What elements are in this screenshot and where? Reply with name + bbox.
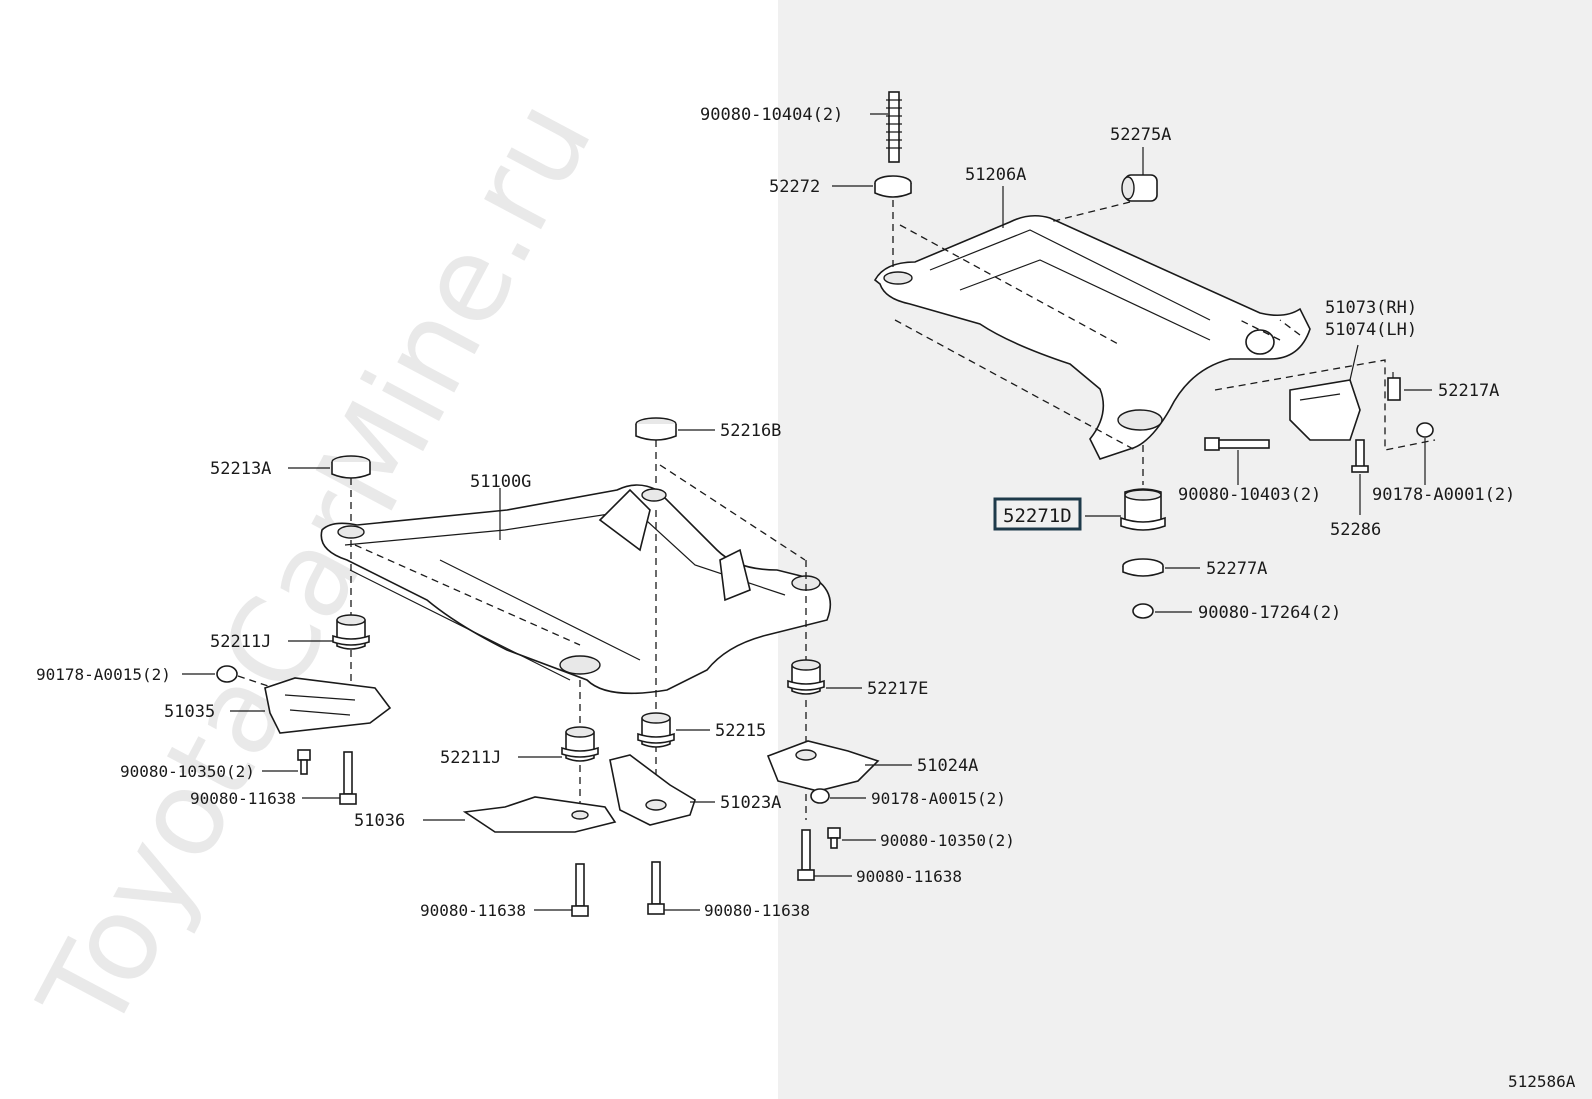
nut-90080-17264-icon bbox=[1132, 603, 1154, 619]
cushion-52216B-icon bbox=[635, 417, 677, 441]
label-51035[interactable]: 51035 bbox=[164, 702, 215, 722]
label-90080-11638-c[interactable]: 90080-11638 bbox=[704, 901, 810, 920]
highlight-box bbox=[993, 497, 1082, 531]
label-90080-10350-a[interactable]: 90080-10350(2) bbox=[120, 762, 255, 781]
label-52213A[interactable]: 52213A bbox=[210, 459, 271, 479]
label-52215[interactable]: 52215 bbox=[715, 721, 766, 741]
bolt-90080-11638-d-icon bbox=[797, 829, 815, 881]
bushing-52275A-icon bbox=[1121, 174, 1158, 202]
label-52211J-b[interactable]: 52211J bbox=[440, 748, 501, 768]
label-51206A[interactable]: 51206A bbox=[965, 165, 1026, 185]
diagram-code: 512586A bbox=[1508, 1072, 1576, 1091]
label-52272[interactable]: 52272 bbox=[769, 177, 820, 197]
label-52271D[interactable]: 52271D bbox=[1003, 505, 1072, 527]
bracket-51036-icon bbox=[462, 796, 617, 833]
label-90080-10404[interactable]: 90080-10404(2) bbox=[700, 105, 843, 125]
bolt-52217A-icon bbox=[1387, 372, 1401, 401]
cushion-52211J-a-icon bbox=[332, 614, 370, 650]
label-51074[interactable]: 51074(LH) bbox=[1325, 320, 1417, 340]
bolt-90080-10403-icon bbox=[1204, 437, 1270, 451]
label-51023A[interactable]: 51023A bbox=[720, 793, 781, 813]
cushion-52215-icon bbox=[637, 712, 675, 748]
label-52286[interactable]: 52286 bbox=[1330, 520, 1381, 540]
nut-90178-A0015-a-icon bbox=[216, 665, 238, 683]
label-51024A[interactable]: 51024A bbox=[917, 756, 978, 776]
bracket-51024A-icon bbox=[766, 740, 880, 792]
washer-52277A-icon bbox=[1122, 558, 1164, 577]
label-90178-A0015-a[interactable]: 90178-A0015(2) bbox=[36, 665, 171, 684]
bolt-90080-10350-a-icon bbox=[297, 749, 311, 775]
label-90178-A0001[interactable]: 90178-A0001(2) bbox=[1372, 485, 1515, 505]
nut-90178-A0015-b-icon bbox=[810, 788, 830, 804]
cushion-52272-icon bbox=[874, 175, 912, 198]
bracket-51073-icon bbox=[1289, 379, 1361, 441]
label-90080-10350-b[interactable]: 90080-10350(2) bbox=[880, 831, 1015, 850]
label-90080-11638-d[interactable]: 90080-11638 bbox=[856, 867, 962, 886]
rear-crossmember-51206A bbox=[873, 214, 1311, 460]
label-51073[interactable]: 51073(RH) bbox=[1325, 298, 1417, 318]
bracket-51023A-icon bbox=[609, 754, 696, 826]
label-51100G[interactable]: 51100G bbox=[470, 472, 531, 492]
pin-52286-icon bbox=[1351, 439, 1369, 473]
bolt-90080-11638-b-icon bbox=[571, 863, 589, 917]
label-52217A[interactable]: 52217A bbox=[1438, 381, 1499, 401]
label-90080-10403[interactable]: 90080-10403(2) bbox=[1178, 485, 1321, 505]
label-52216B[interactable]: 52216B bbox=[720, 421, 781, 441]
bracket-51035-icon bbox=[264, 677, 392, 734]
bolt-90080-11638-c-icon bbox=[647, 861, 665, 915]
nut-90178-A0001-icon bbox=[1416, 422, 1434, 438]
rear-subframe-pane bbox=[778, 0, 1592, 1099]
label-52217E[interactable]: 52217E bbox=[867, 679, 928, 699]
label-52275A[interactable]: 52275A bbox=[1110, 125, 1171, 145]
label-52211J-a[interactable]: 52211J bbox=[210, 632, 271, 652]
label-90080-11638-a[interactable]: 90080-11638 bbox=[190, 789, 296, 808]
stud-bolt-icon bbox=[886, 91, 902, 163]
label-90080-17264[interactable]: 90080-17264(2) bbox=[1198, 603, 1341, 623]
label-90080-11638-b[interactable]: 90080-11638 bbox=[420, 901, 526, 920]
cushion-52213A-icon bbox=[331, 455, 371, 479]
label-90178-A0015-b[interactable]: 90178-A0015(2) bbox=[871, 789, 1006, 808]
bolt-90080-10350-b-icon bbox=[827, 827, 841, 849]
cushion-52271D-icon bbox=[1120, 488, 1166, 531]
cushion-52211J-b-icon bbox=[561, 726, 599, 762]
label-52277A[interactable]: 52277A bbox=[1206, 559, 1267, 579]
bolt-90080-11638-a-icon bbox=[339, 751, 357, 805]
front-crossmember-51100G bbox=[320, 484, 832, 695]
label-51036[interactable]: 51036 bbox=[354, 811, 405, 831]
cushion-52217E-icon bbox=[787, 659, 825, 695]
